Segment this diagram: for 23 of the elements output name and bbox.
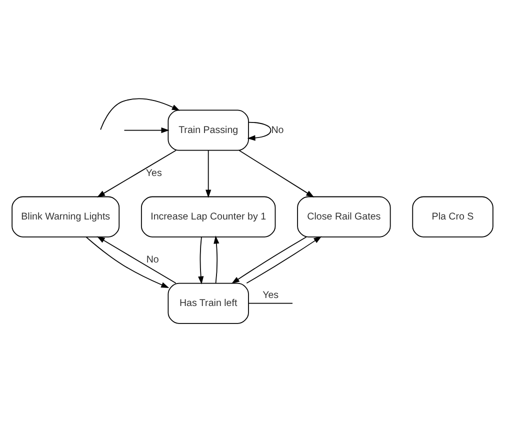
arrow [124, 126, 170, 133]
node-box: Train Passing [168, 109, 249, 150]
arrow [238, 149, 314, 197]
edge-label: Yes [146, 168, 162, 179]
arrow [198, 236, 204, 284]
arrow [214, 235, 220, 283]
node-box: Pla Cro S [412, 196, 494, 237]
arrow [247, 121, 272, 140]
arrow [246, 236, 322, 284]
arrow [206, 149, 212, 198]
edge-label: No [146, 254, 159, 266]
node-box: Has Train left [168, 282, 249, 324]
node-box: Blink Warning Lights [12, 196, 120, 237]
arrow [86, 236, 170, 288]
arrow [96, 149, 176, 197]
node-box: Close Rail Gates [297, 196, 391, 237]
arrow [100, 98, 180, 130]
arrow [96, 236, 176, 284]
connector [248, 302, 293, 304]
edge-label: Yes [262, 289, 279, 300]
node-box: Increase Lap Counter by 1 [141, 196, 276, 237]
edge-label: No [271, 124, 284, 136]
arrow [231, 236, 307, 284]
